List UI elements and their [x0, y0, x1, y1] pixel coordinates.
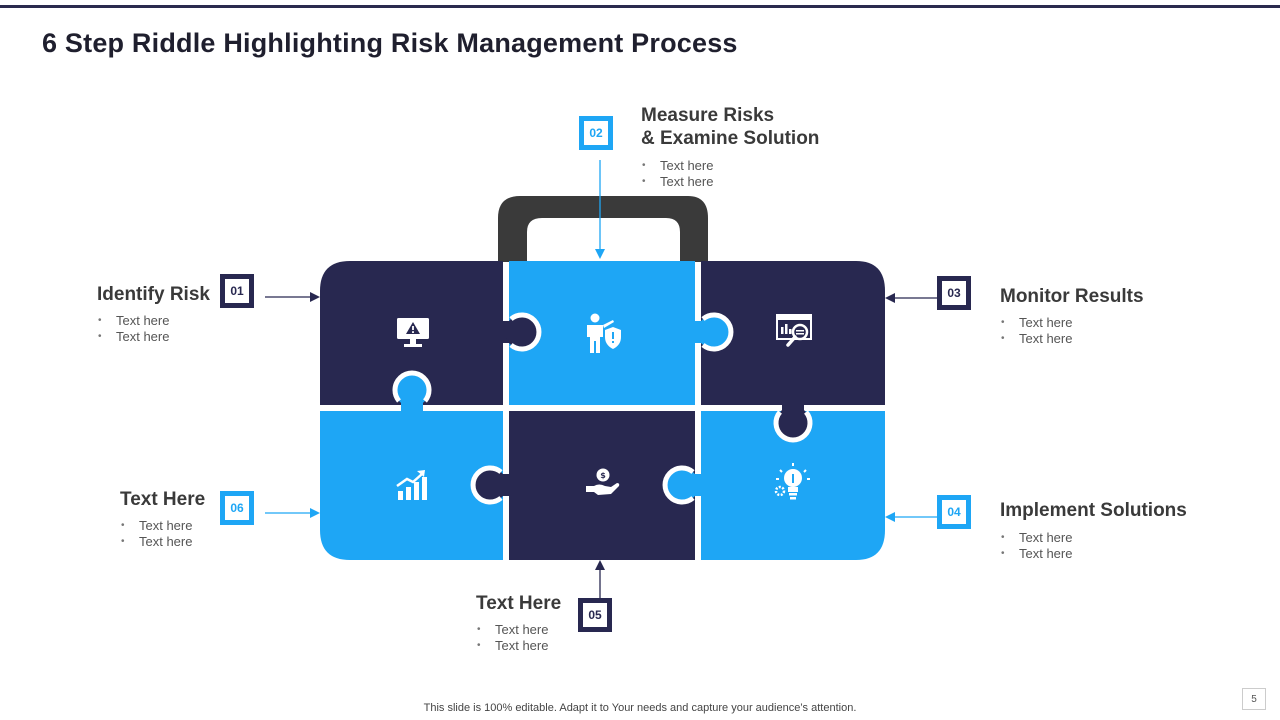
puzzle-piece-06: [320, 411, 503, 560]
lightbulb-gear-icon: [774, 463, 810, 500]
bullet-item: Text here: [477, 622, 548, 638]
step-bullets-03: Text here Text here: [1001, 315, 1072, 347]
bullet-item: Text here: [98, 329, 169, 345]
slide-title: 6 Step Riddle Highlighting Risk Manageme…: [42, 28, 738, 58]
bullet-item: Text here: [1001, 315, 1072, 331]
step-heading-02: Measure Risks & Examine Solution: [641, 104, 819, 150]
magnifier-report-icon: [776, 314, 812, 347]
bullet-item: Text here: [121, 518, 192, 534]
puzzle-knob-03-04: [773, 402, 813, 443]
puzzle-knob-05-06: [470, 465, 512, 505]
connector-03: [885, 293, 937, 303]
step-heading-03: Monitor Results: [1000, 286, 1144, 307]
step-number-04: 04: [937, 495, 971, 529]
connector-05: [595, 560, 605, 598]
connector-04: [885, 512, 937, 522]
briefcase-handle: [498, 196, 708, 262]
footer-note: This slide is 100% editable. Adapt it to…: [423, 702, 857, 714]
connector-02: [595, 160, 605, 259]
step-number-06: 06: [220, 491, 254, 525]
bullet-item: Text here: [121, 534, 192, 550]
step-bullets-04: Text here Text here: [1001, 530, 1072, 562]
page-number: 5: [1242, 688, 1266, 710]
svg-text:$: $: [600, 471, 606, 480]
bullet-item: Text here: [1001, 546, 1072, 562]
step-bullets-06: Text here Text here: [121, 518, 192, 550]
step-heading-01: Identify Risk: [97, 284, 210, 305]
step-bullets-05: Text here Text here: [477, 622, 548, 654]
connector-06: [265, 508, 320, 518]
step-bullets-01: Text here Text here: [98, 313, 169, 345]
step-bullets-02: Text here Text here: [642, 158, 713, 190]
top-rule: [0, 5, 1280, 8]
step-heading-05: Text Here: [476, 593, 562, 614]
hand-coin-icon: $: [586, 468, 620, 495]
growth-chart-icon: [396, 470, 427, 500]
person-shield-icon: [587, 313, 621, 353]
bullet-item: Text here: [1001, 331, 1072, 347]
bullet-item: Text here: [1001, 530, 1072, 546]
step-heading-02-line2: & Examine Solution: [641, 128, 820, 149]
puzzle-knob-04-05: [662, 465, 704, 505]
step-number-02: 02: [579, 116, 613, 150]
bullet-item: Text here: [642, 174, 713, 190]
bullet-item: Text here: [477, 638, 548, 654]
step-heading-02-line1: Measure Risks: [641, 105, 775, 126]
puzzle-knob-02-03: [692, 312, 734, 352]
step-number-03: 03: [937, 276, 971, 310]
step-number-01: 01: [220, 274, 254, 308]
puzzle-knob-01-02: [500, 312, 542, 352]
bullet-item: Text here: [642, 158, 713, 174]
connector-01: [265, 292, 320, 302]
warning-monitor-icon: [397, 318, 429, 347]
step-number-05: 05: [578, 598, 612, 632]
bullet-item: Text here: [98, 313, 169, 329]
step-heading-06: Text Here: [120, 489, 206, 510]
puzzle-knob-06-01: [392, 370, 432, 414]
step-heading-04: Implement Solutions: [1000, 500, 1187, 521]
